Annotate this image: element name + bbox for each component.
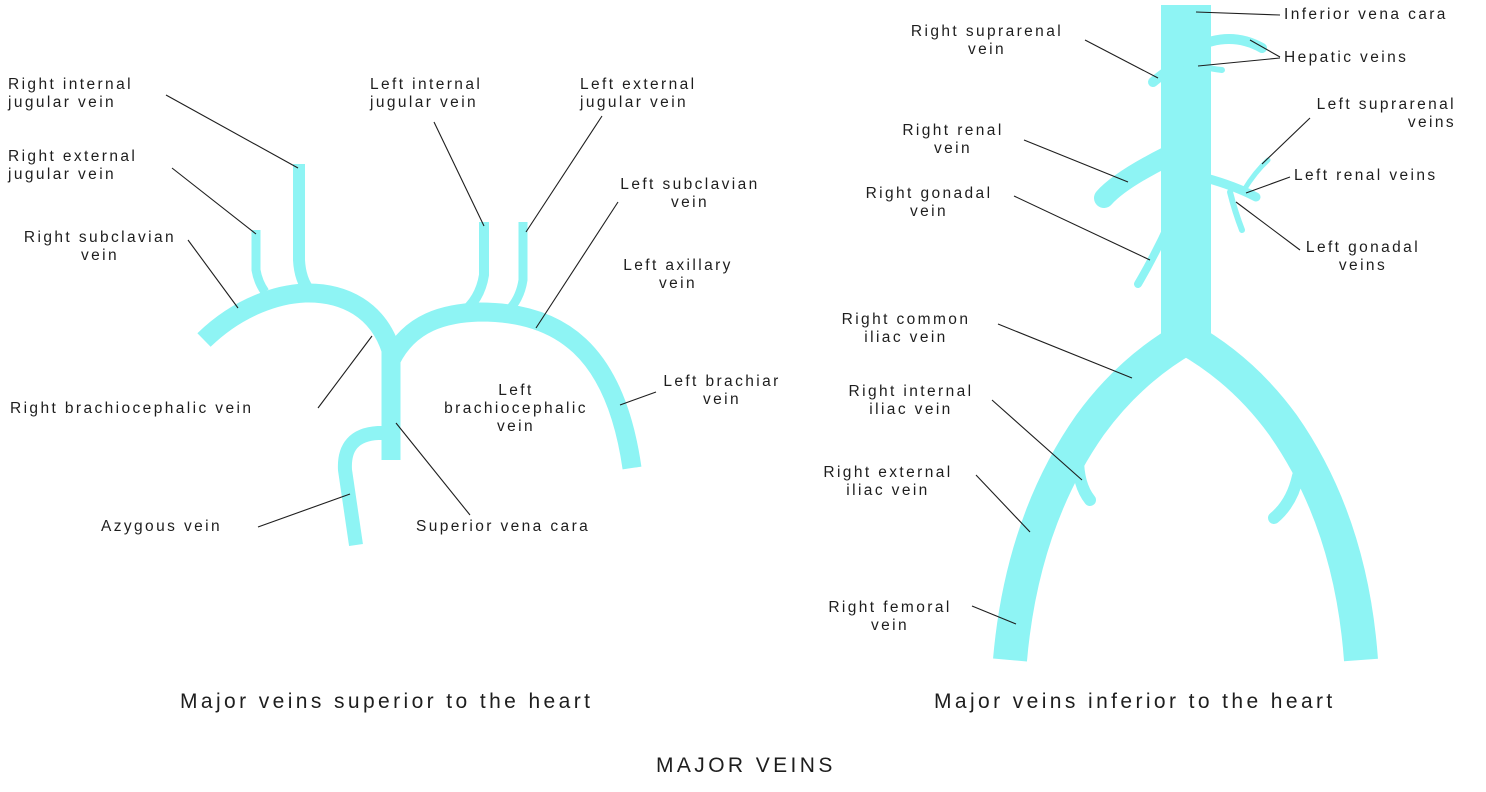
right-renal	[1094, 146, 1178, 208]
label-right-brachiocephalic: Right brachiocephalic vein	[10, 400, 254, 417]
leader-left-internal-jugular	[433, 121, 485, 227]
left-external-jugular	[502, 222, 528, 317]
left-internal-jugular	[457, 222, 489, 319]
label-right-renal: Right renal vein	[902, 122, 1004, 157]
label-left-axillary: Left axillary vein	[623, 257, 733, 292]
leader-right-femoral	[971, 605, 1017, 625]
leader-right-subclavian	[187, 239, 239, 309]
label-azygous: Azygous vein	[101, 518, 222, 535]
leader-right-brachiocephalic	[317, 335, 373, 409]
leader-inferior-vena-cava	[1195, 11, 1281, 16]
left-suprarenal	[1241, 157, 1271, 193]
hepatic-2	[1189, 34, 1267, 53]
left-renal	[1201, 173, 1261, 202]
azygous	[337, 426, 391, 547]
left-internal-iliac-branch	[1268, 470, 1304, 524]
label-right-external-jugular: Right external jugular vein	[8, 148, 138, 183]
leader-left-suprarenal	[1261, 117, 1311, 165]
left-common-iliac	[1177, 323, 1378, 662]
label-right-gonadal: Right gonadal vein	[865, 185, 993, 220]
label-left-renal: Left renal veins	[1294, 167, 1438, 184]
label-left-gonadal: Left gonadal veins	[1305, 239, 1421, 274]
leader-right-renal	[1023, 139, 1129, 183]
leader-right-external-iliac	[975, 474, 1031, 533]
right-gonadal	[1134, 218, 1174, 288]
left-gonadal	[1227, 189, 1245, 233]
label-inferior-vena-cava: Inferior vena cara	[1284, 6, 1448, 23]
right-internal-iliac-branch	[1072, 452, 1096, 506]
leader-azygous	[257, 493, 351, 528]
label-hepatic-veins: Hepatic veins	[1284, 49, 1409, 66]
label-right-suprarenal: Right suprarenal vein	[910, 23, 1064, 58]
caption-inferior: Major veins inferior to the heart	[934, 690, 1336, 713]
leader-right-external-jugular	[171, 167, 257, 235]
leader-left-external-jugular	[525, 115, 603, 233]
right-common-iliac	[993, 323, 1195, 662]
label-right-femoral: Right femoral vein	[828, 599, 952, 634]
label-right-subclavian: Right subclavian vein	[23, 229, 177, 264]
caption-superior: Major veins superior to the heart	[180, 690, 594, 713]
superior-vessels	[197, 164, 642, 547]
right-internal-jugular	[293, 164, 315, 296]
leader-superior-vena-cava	[395, 422, 471, 516]
leader-right-internal-jugular	[165, 94, 299, 169]
label-right-internal-iliac: Right internal iliac vein	[848, 383, 974, 418]
leader-hepatic-2	[1197, 57, 1281, 67]
label-right-external-iliac: Right external iliac vein	[823, 464, 953, 499]
leader-right-suprarenal	[1084, 39, 1159, 79]
label-left-external-jugular: Left external jugular vein	[580, 76, 697, 111]
leader-left-subclavian	[535, 201, 619, 329]
leader-hepatic-1	[1249, 39, 1281, 58]
leader-right-gonadal	[1013, 195, 1151, 261]
label-left-brachiocephalic: Left brachiocephalic vein	[444, 382, 588, 435]
label-left-internal-jugular: Left internal jugular vein	[370, 76, 483, 111]
inferior-vessels	[993, 5, 1378, 662]
label-left-suprarenal: Left suprarenal veins	[1316, 96, 1456, 131]
leader-right-common-iliac	[997, 323, 1133, 379]
leader-left-gonadal	[1235, 201, 1301, 251]
label-right-common-iliac: Right common iliac vein	[841, 311, 971, 346]
label-left-subclavian: Left subclavian vein	[620, 176, 760, 211]
leader-left-renal	[1245, 176, 1291, 194]
label-left-brachiar: Left brachiar vein	[663, 373, 781, 408]
label-superior-vena-cava: Superior vena cara	[416, 518, 591, 535]
label-right-internal-jugular: Right internal jugular vein	[8, 76, 133, 111]
right-external-jugular	[251, 230, 269, 295]
leader-left-brachiar	[619, 391, 657, 406]
caption-main: MAJOR VEINS	[656, 754, 836, 777]
leader-right-internal-iliac	[991, 399, 1083, 481]
